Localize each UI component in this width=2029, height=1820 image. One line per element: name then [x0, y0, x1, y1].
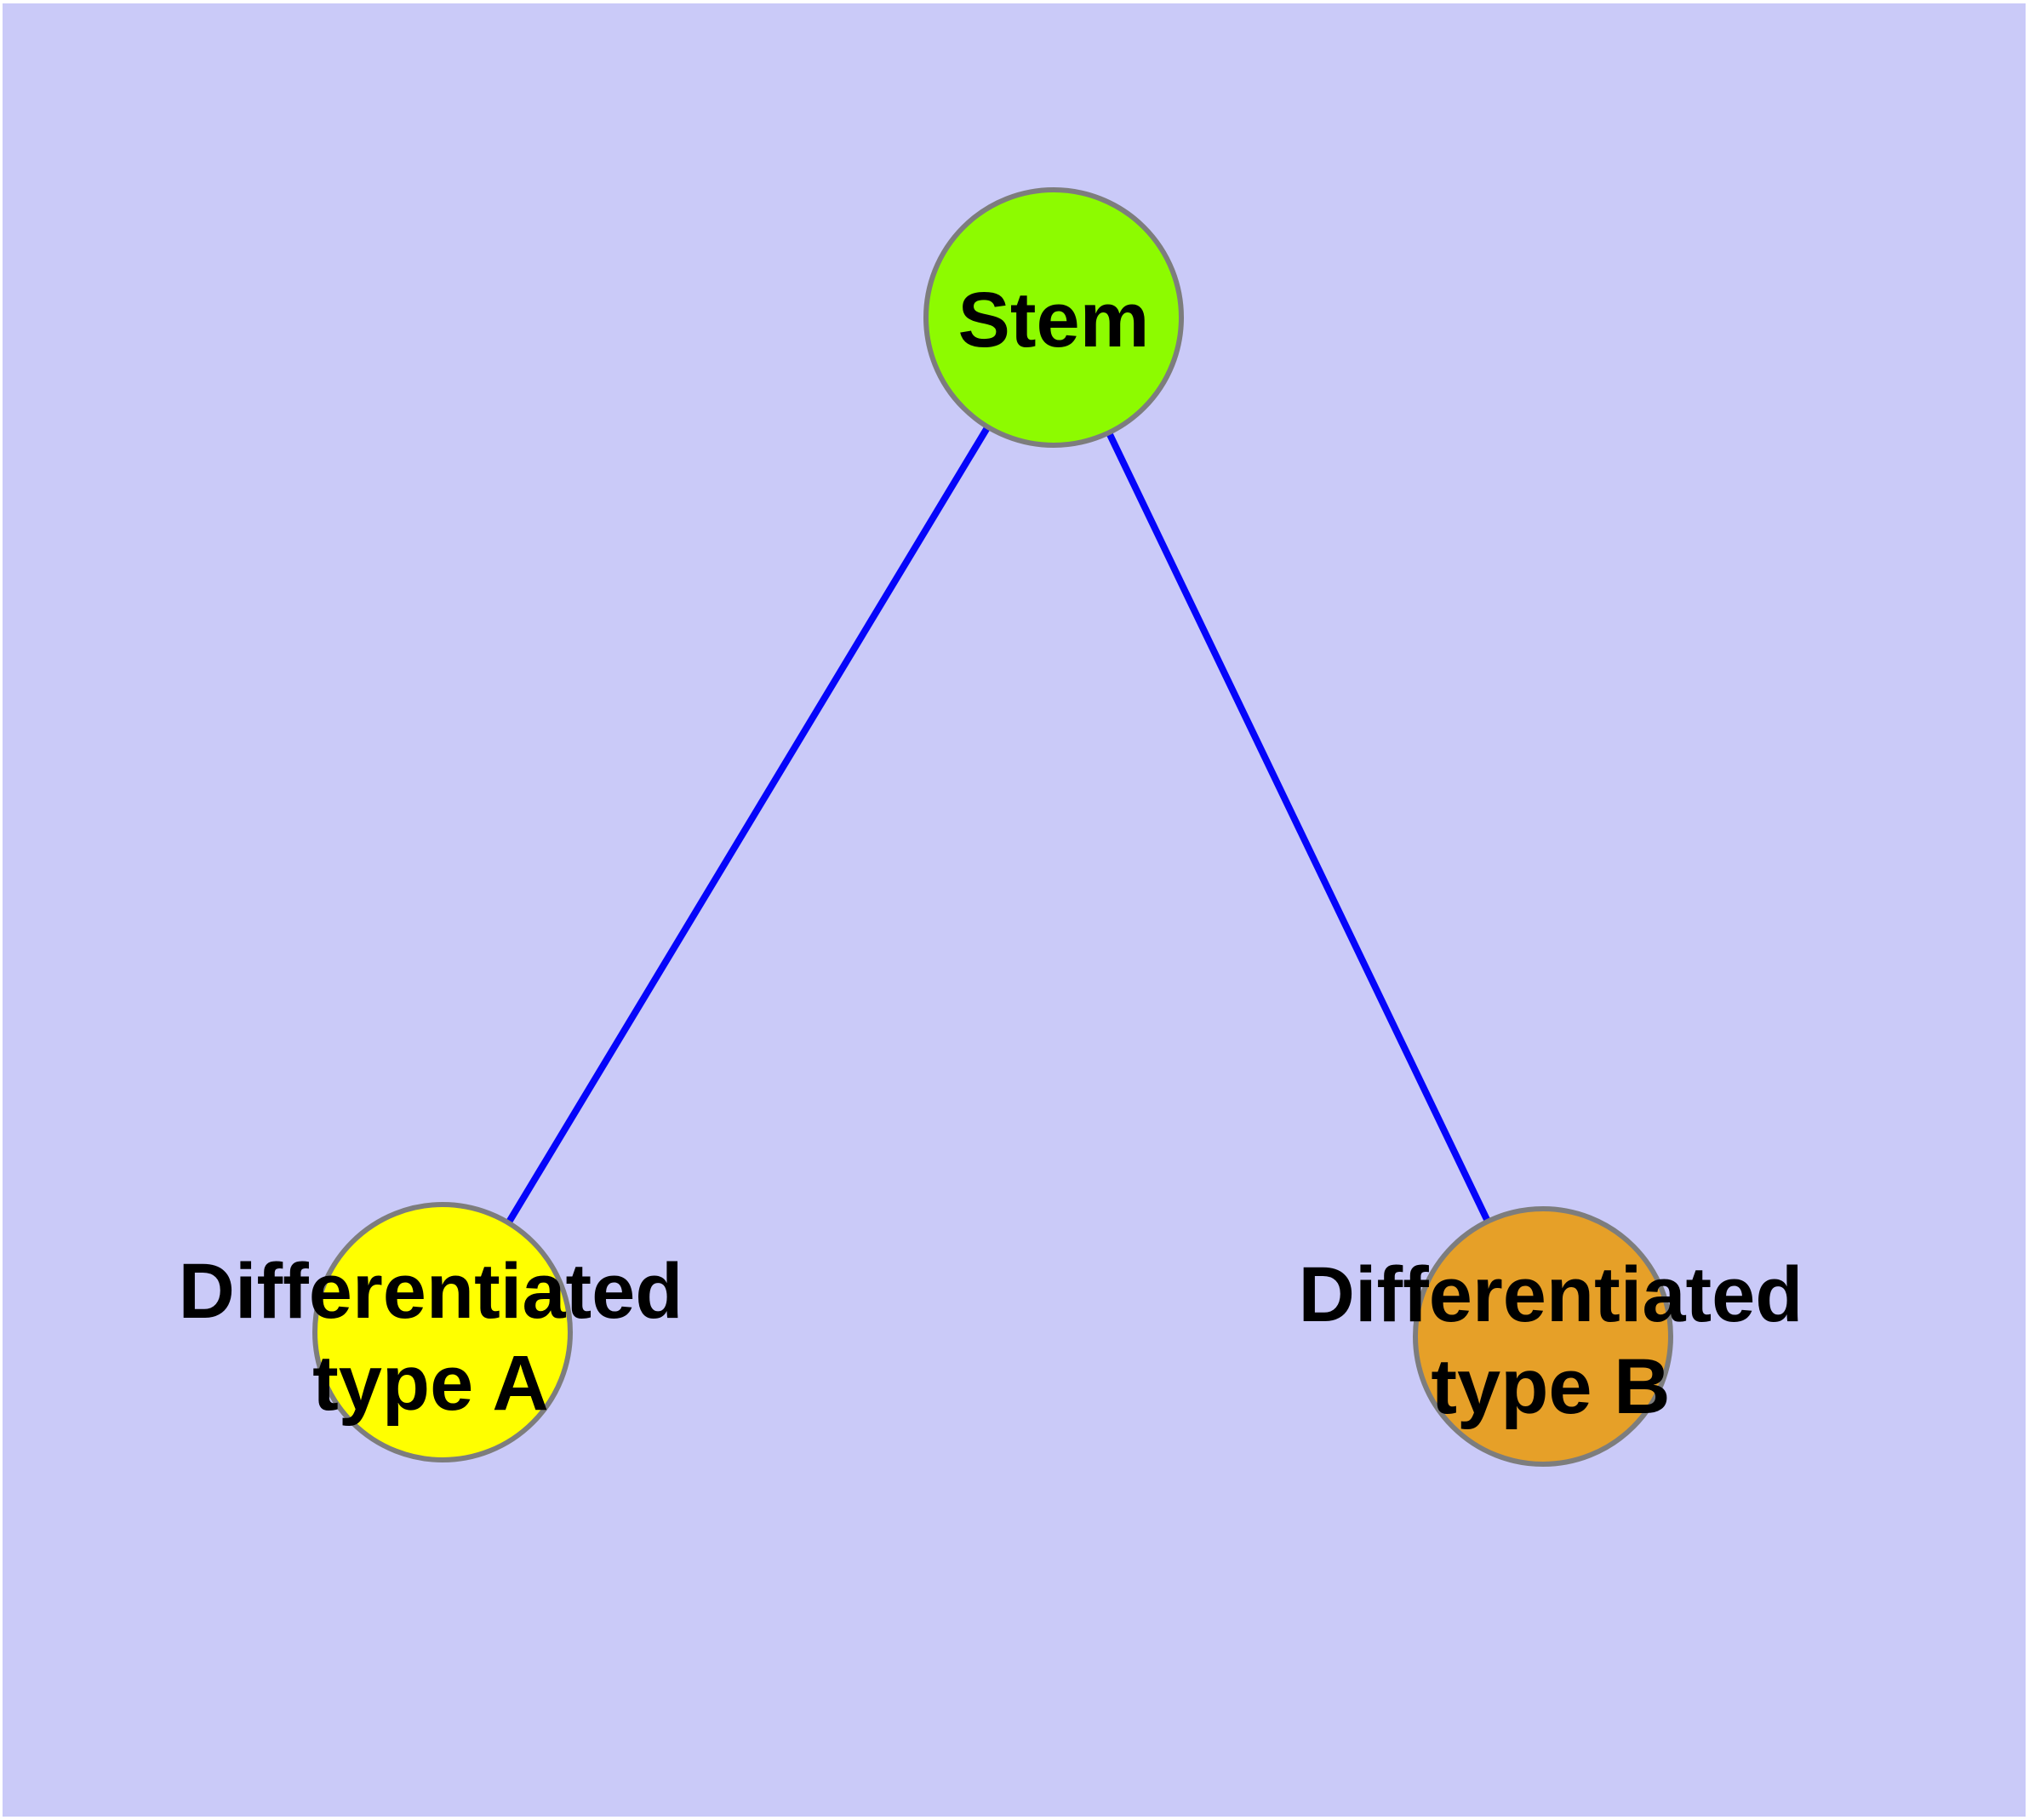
- edge-stem-to-type-a: [439, 315, 1057, 1335]
- node-type-a-label-line1: Differentiated: [179, 1248, 683, 1335]
- node-stem: [923, 187, 1184, 448]
- node-type-b-label-line2: type B: [1431, 1343, 1670, 1430]
- node-type-a: [312, 1202, 573, 1462]
- node-type-b: [1413, 1206, 1673, 1467]
- node-type-a-label-line2: type A: [312, 1340, 549, 1427]
- node-stem-label: Stem: [958, 277, 1150, 363]
- node-type-b-label-line1: Differentiated: [1299, 1251, 1803, 1338]
- edge-stem-to-type-b: [1050, 316, 1546, 1338]
